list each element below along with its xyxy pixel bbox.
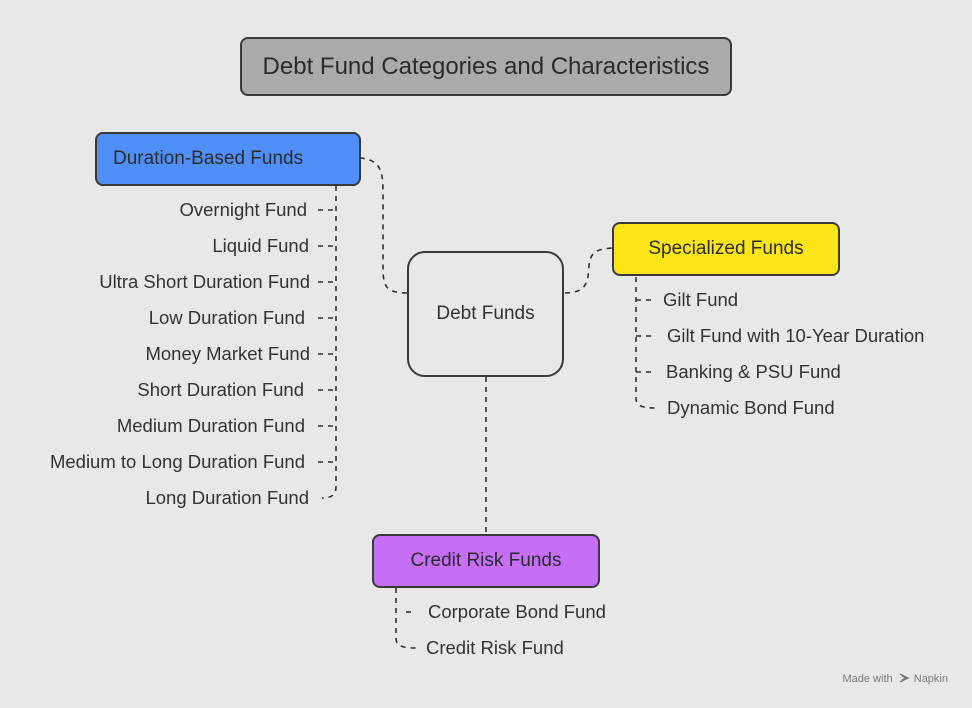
credit-risk-funds-node: Credit Risk Funds [372, 534, 600, 588]
credit-spine [395, 588, 417, 649]
specialized-item: Banking & PSU Fund [666, 361, 841, 382]
specialized-funds-label: Specialized Funds [648, 238, 804, 259]
duration-spine [321, 186, 337, 499]
duration-ticks [318, 209, 336, 463]
watermark-brand: Napkin [913, 673, 948, 685]
duration-item: Medium to Long Duration Fund [49, 451, 305, 472]
duration-item: Ultra Short Duration Fund [99, 271, 310, 292]
duration-item: Medium Duration Fund [116, 415, 305, 436]
duration-item: Overnight Fund [179, 199, 307, 220]
duration-item: Low Duration Fund [148, 307, 305, 328]
duration-item: Short Duration Fund [137, 379, 304, 400]
duration-based-funds-node: Duration-Based Funds [95, 132, 361, 186]
specialized-item: Gilt Fund [663, 289, 739, 310]
connector-center-duration [360, 157, 408, 294]
credit-risk-funds-label: Credit Risk Funds [410, 550, 562, 571]
credit-item: Credit Risk Fund [426, 637, 564, 658]
napkin-logo-icon [899, 673, 910, 683]
diagram-title: Debt Fund Categories and Characteristics [240, 37, 732, 96]
specialized-ticks [636, 299, 654, 373]
duration-item: Liquid Fund [212, 235, 309, 256]
duration-item: Money Market Fund [145, 343, 310, 364]
specialized-item: Gilt Fund with 10-Year Duration [667, 325, 925, 346]
debt-funds-node: Debt Funds [407, 251, 564, 377]
duration-based-funds-label: Duration-Based Funds [113, 148, 304, 169]
specialized-item: Dynamic Bond Fund [667, 397, 835, 418]
duration-item: Long Duration Fund [145, 487, 309, 508]
specialized-spine [635, 277, 657, 409]
specialized-funds-node: Specialized Funds [612, 222, 840, 276]
credit-item: Corporate Bond Fund [428, 601, 606, 622]
watermark-prefix: Made with [842, 673, 893, 685]
debt-funds-label: Debt Funds [436, 303, 535, 324]
connector-center-specialized [564, 247, 613, 294]
napkin-watermark[interactable]: Made with Napkin [842, 673, 948, 685]
